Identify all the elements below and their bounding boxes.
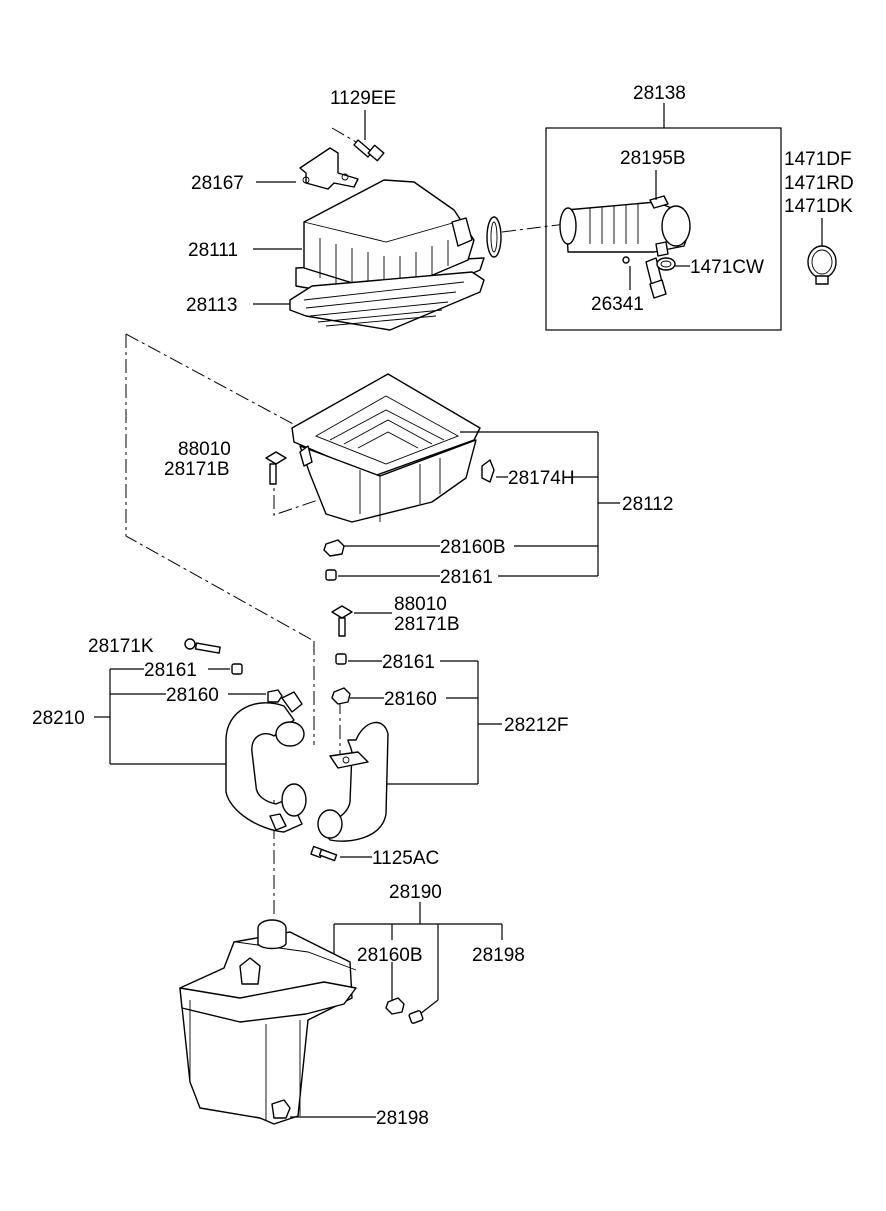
label-28190: 28190: [389, 882, 442, 903]
resonator-tank-28190: [179, 919, 357, 1125]
label-28138: 28138: [633, 83, 686, 104]
insulator-28198-tank: [408, 1010, 424, 1024]
label-28160b-tank: 28160B: [357, 945, 423, 966]
label-26341: 26341: [591, 294, 644, 315]
ring-clamp: [486, 216, 502, 258]
label-28212f: 28212F: [504, 715, 568, 736]
resonator-hose-28210: [225, 691, 307, 833]
label-1125ac: 1125AC: [372, 848, 439, 869]
intake-hose-28195b: [559, 195, 691, 257]
hose-clamp-1471: [807, 245, 837, 285]
bolt-88010-body: [265, 451, 287, 485]
label-28195b: 28195B: [620, 148, 686, 169]
insulator-28161-body: [325, 569, 337, 581]
label-28171b-mid: 28171B: [394, 614, 460, 635]
label-28161-right: 28161: [382, 652, 435, 673]
label-1471rd: 1471RD: [784, 173, 854, 194]
label-28171k: 28171K: [88, 636, 154, 657]
bolt-1129ee: [353, 139, 385, 162]
grommet-28160-right: [331, 687, 351, 705]
insulator-28161-right: [335, 653, 347, 665]
label-1129ee: 1129EE: [330, 88, 396, 109]
resonator-hose-28212f: [317, 722, 389, 842]
label-28111: 28111: [188, 240, 238, 261]
clamp-1471cw: [656, 257, 676, 271]
insulator-28161-left: [231, 663, 243, 675]
air-filter-element-28113: [289, 271, 485, 331]
bolt-1125ac: [310, 845, 338, 862]
label-1471df: 1471DF: [784, 149, 852, 170]
label-28167: 28167: [191, 173, 244, 194]
label-28198-bottom: 28198: [376, 1108, 429, 1129]
clip-28174h: [481, 459, 495, 483]
label-88010-body: 88010: [178, 439, 231, 460]
label-28112: 28112: [622, 494, 673, 515]
grommet-28160b-tank: [385, 997, 405, 1015]
bolt-28171k: [184, 638, 221, 654]
label-28198-tank: 28198: [472, 945, 525, 966]
grommet-28160b-body: [323, 539, 345, 557]
label-1471cw: 1471CW: [690, 257, 764, 278]
label-88010-mid: 88010: [394, 594, 447, 615]
label-28171b-body: 28171B: [164, 459, 230, 480]
label-28113: 28113: [186, 295, 237, 316]
air-cleaner-body-28112: [291, 373, 481, 523]
bracket-28167: [299, 147, 359, 190]
label-28161-body: 28161: [440, 567, 493, 588]
label-28161-left: 28161: [144, 660, 197, 681]
label-28160b-body: 28160B: [440, 537, 506, 558]
label-28174h: 28174H: [508, 468, 575, 489]
bolt-88010-mid: [331, 605, 353, 637]
label-1471dk: 1471DK: [784, 196, 853, 217]
grommet-28160-left: [267, 689, 283, 703]
label-28160-left: 28160: [166, 685, 219, 706]
pipe-26341: [622, 256, 667, 299]
label-28160-right: 28160: [384, 689, 437, 710]
label-28210: 28210: [32, 708, 85, 729]
